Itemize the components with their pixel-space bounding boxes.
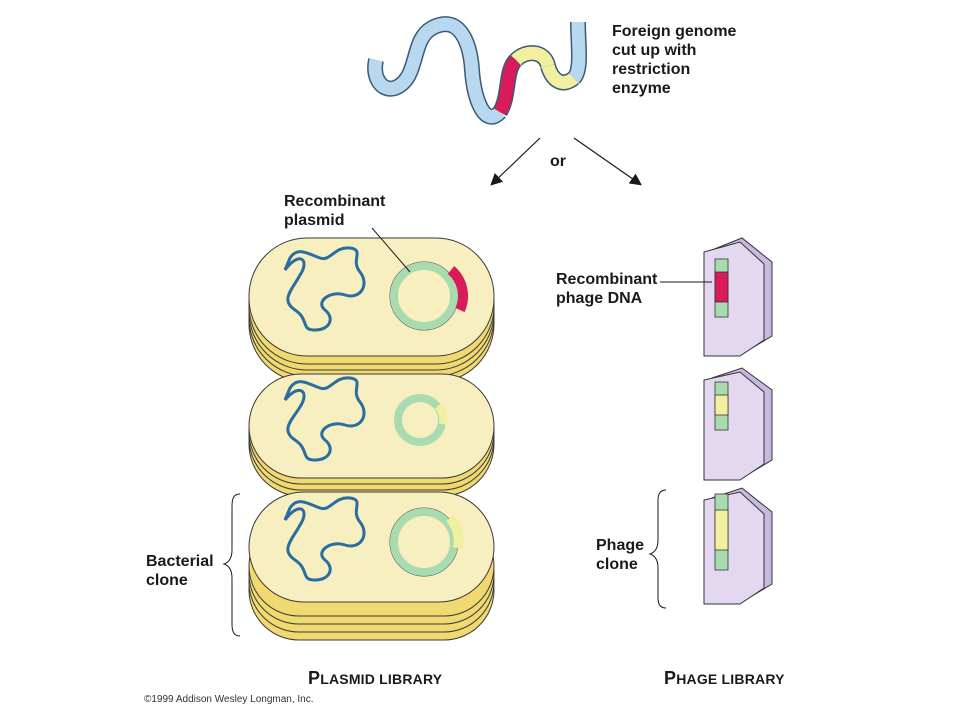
phage-3 — [703, 487, 773, 605]
phage-1 — [703, 237, 773, 357]
bacterial-cell-3 — [248, 491, 495, 641]
or-label: or — [550, 153, 566, 170]
phage-clone-bracket — [648, 489, 667, 609]
foreign-genome-dna — [367, 16, 587, 125]
arrow-to-plasmid — [490, 137, 541, 186]
recombinant-phage-dna-label: Recombinant phage DNA — [556, 271, 658, 307]
phage-clone-label: Phage clone — [596, 537, 645, 573]
bacterial-cell-1 — [248, 237, 495, 383]
foreign-genome-label: Foreign genome cut up with restriction e… — [612, 23, 737, 97]
bacterial-clone-bracket — [222, 493, 241, 637]
recombinant-plasmid-label: Recombinant plasmid — [284, 193, 386, 229]
copyright-text: ©1999 Addison Wesley Longman, Inc. — [144, 694, 314, 705]
phage-2 — [703, 367, 773, 481]
phage-library-label: Phage library — [664, 668, 785, 688]
recombinant-plasmid-leader — [371, 227, 411, 273]
bacterial-cell-2 — [248, 373, 495, 497]
plasmid-library-label: Plasmid library — [308, 668, 443, 688]
arrow-to-phage — [573, 137, 642, 186]
bacterial-clone-label: Bacterial clone — [146, 553, 214, 589]
